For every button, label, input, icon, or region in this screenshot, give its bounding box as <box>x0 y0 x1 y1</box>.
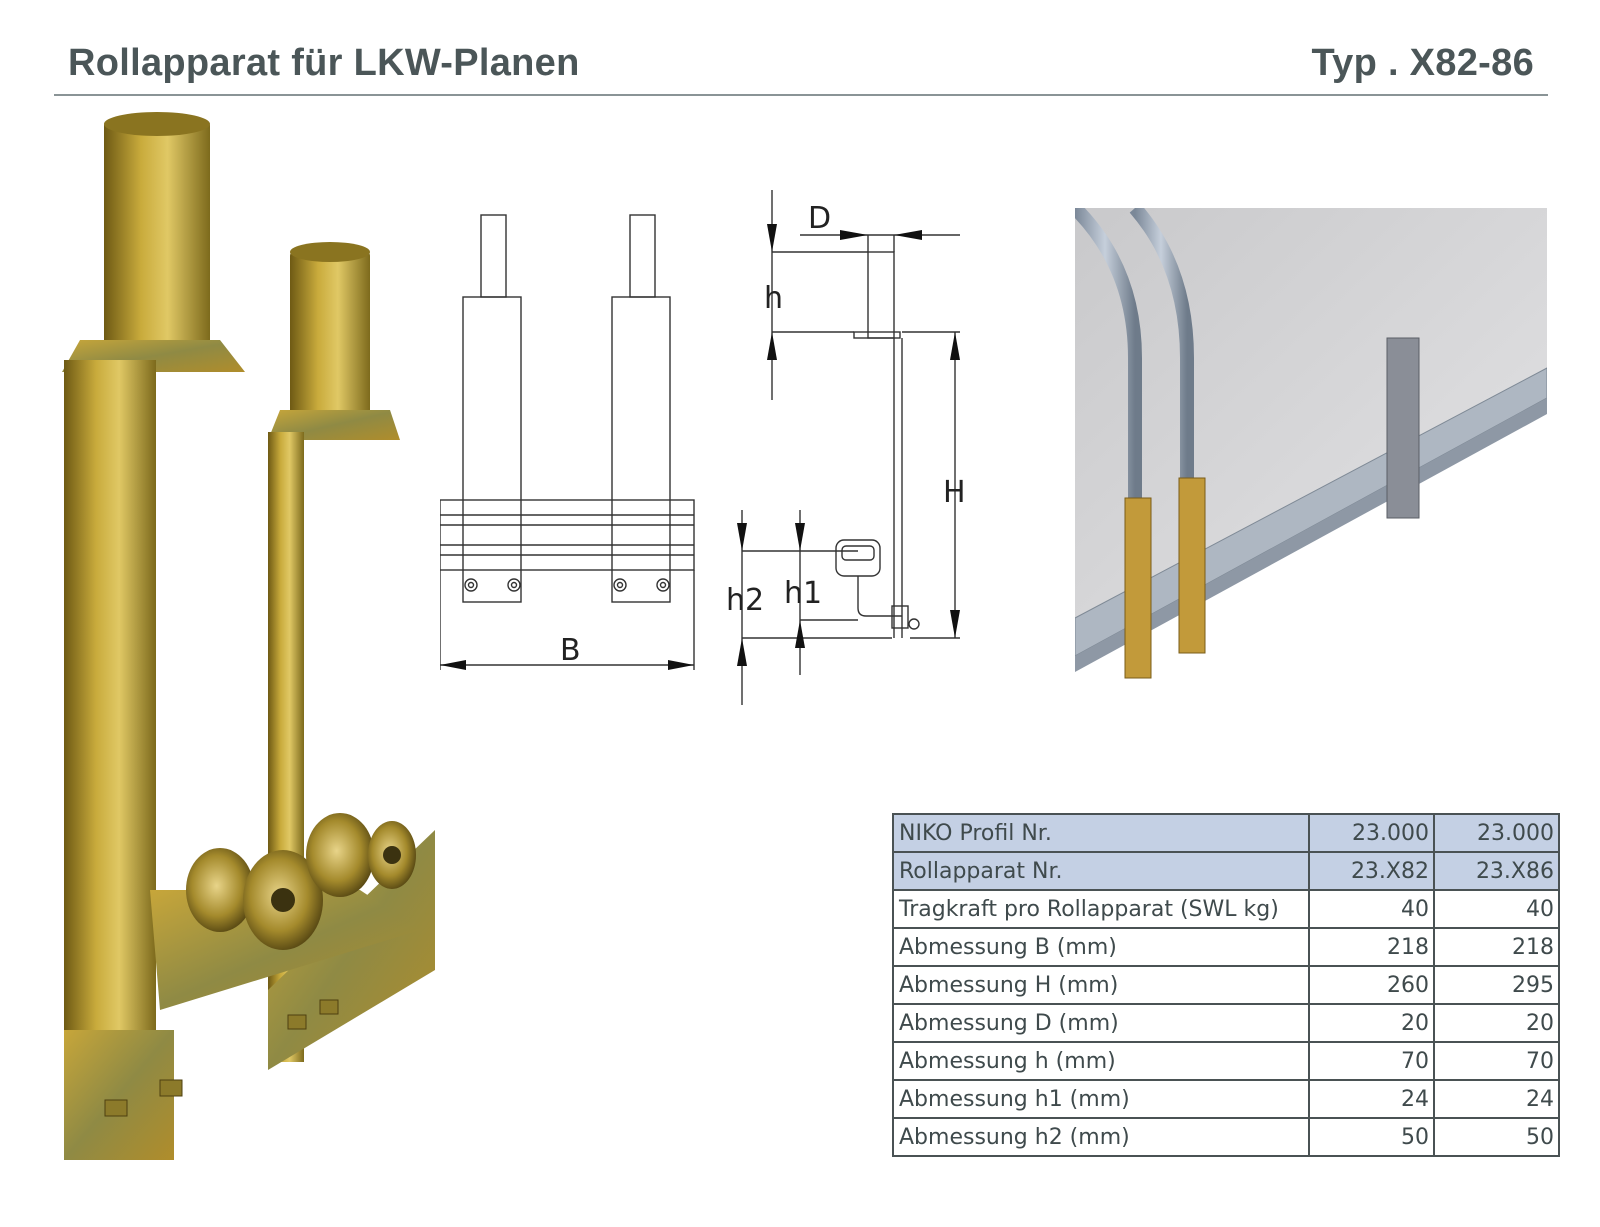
dim-label-h2: h2 <box>726 583 764 618</box>
side-post <box>867 251 895 339</box>
value-x86: 70 <box>1433 1041 1560 1081</box>
value-x82: 23.000 <box>1308 813 1435 853</box>
row-label: Abmessung h2 (mm) <box>892 1117 1310 1157</box>
front-bracket <box>62 112 420 1160</box>
dim-label-B: B <box>560 633 581 668</box>
row-label: Abmessung H (mm) <box>892 965 1310 1005</box>
front-rail <box>440 499 695 571</box>
technical-drawing: B D h H h1 h2 <box>440 190 966 705</box>
value-x86: 23.X86 <box>1433 851 1560 891</box>
value-x86: 50 <box>1433 1117 1560 1157</box>
value-x82: 20 <box>1308 1003 1435 1043</box>
product-type-label: Typ . X82-86 <box>1311 42 1534 84</box>
tarp-bows <box>1075 208 1408 508</box>
value-x86: 40 <box>1433 889 1560 929</box>
page-title: Rollapparat für LKW-Planen <box>68 42 580 84</box>
value-x86: 24 <box>1433 1079 1560 1119</box>
value-x86: 20 <box>1433 1003 1560 1043</box>
dim-label-h: h <box>764 281 783 316</box>
roller-wheels <box>186 813 416 950</box>
value-x82: 40 <box>1308 889 1435 929</box>
rear-bracket <box>268 242 435 1070</box>
value-x86: 23.000 <box>1433 813 1560 853</box>
row-label: NIKO Profil Nr. <box>892 813 1310 853</box>
mounting-bolts <box>104 999 339 1117</box>
dim-label-D: D <box>808 201 831 236</box>
header-divider <box>54 94 1548 96</box>
row-label: Tragkraft pro Rollapparat (SWL kg) <box>892 889 1310 929</box>
product-photo <box>62 112 435 1160</box>
front-leg-left <box>462 296 522 603</box>
row-label: Abmessung h1 (mm) <box>892 1079 1310 1119</box>
row-label: Abmessung h (mm) <box>892 1041 1310 1081</box>
row-label: Rollapparat Nr. <box>892 851 1310 891</box>
dim-label-h1: h1 <box>784 576 822 611</box>
value-x82: 260 <box>1308 965 1435 1005</box>
row-label: Abmessung B (mm) <box>892 927 1310 967</box>
value-x82: 70 <box>1308 1041 1435 1081</box>
value-x82: 218 <box>1308 927 1435 967</box>
front-leg-right <box>611 296 671 603</box>
row-label: Abmessung D (mm) <box>892 1003 1310 1043</box>
dim-label-H: H <box>943 475 966 510</box>
value-x82: 23.X82 <box>1308 851 1435 891</box>
value-x82: 50 <box>1308 1117 1435 1157</box>
front-post-left <box>480 214 507 298</box>
value-x86: 218 <box>1433 927 1560 967</box>
value-x82: 24 <box>1308 1079 1435 1119</box>
front-post-right <box>629 214 656 298</box>
installation-render <box>1075 208 1547 700</box>
rendered-rollers <box>1124 337 1420 679</box>
value-x86: 295 <box>1433 965 1560 1005</box>
